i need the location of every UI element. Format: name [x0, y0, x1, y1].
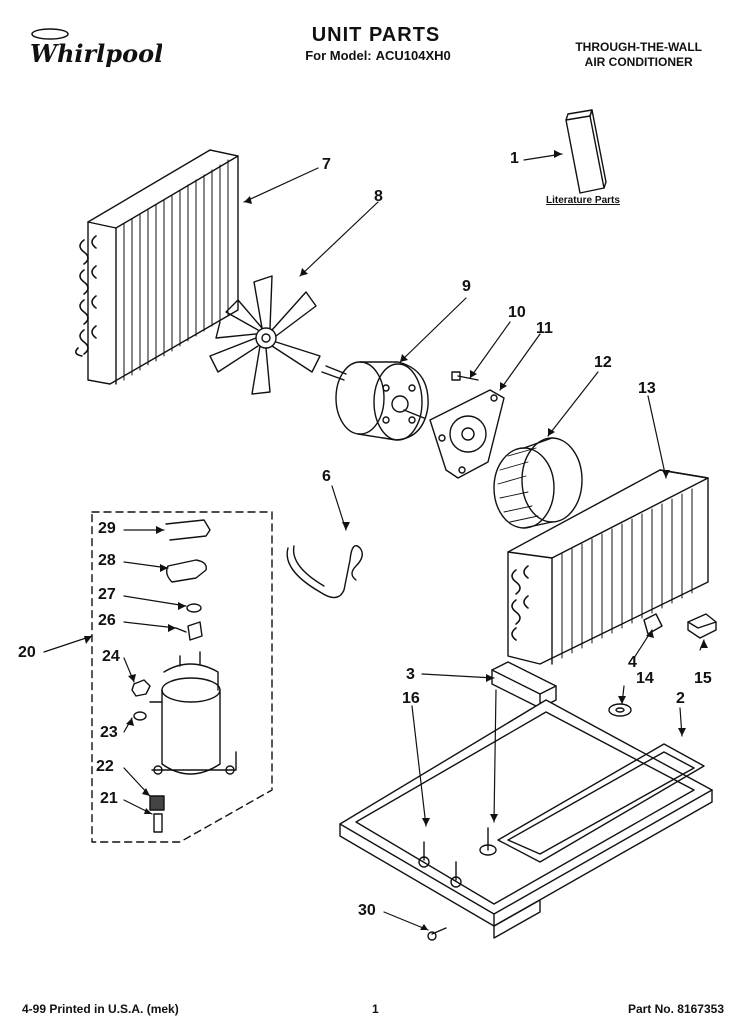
callout-3: 3 — [406, 666, 415, 683]
callout-26: 26 — [98, 612, 116, 629]
page-title: UNIT PARTS — [311, 24, 441, 46]
callout-13: 13 — [638, 380, 656, 397]
terminal-cover — [165, 559, 207, 583]
callout-8: 8 — [374, 188, 383, 205]
product-type: THROUGH-THE-WALL AIR CONDITIONER — [575, 40, 702, 70]
callout-1: 1 — [510, 150, 519, 167]
evaporator-coil — [507, 469, 709, 665]
callout-28: 28 — [98, 552, 116, 569]
condenser-fan-blade — [209, 275, 321, 395]
callout-20: 20 — [18, 644, 36, 661]
callout-arrowheads — [84, 150, 708, 930]
callout-6: 6 — [322, 468, 331, 485]
callout-10: 10 — [508, 304, 526, 321]
callout-4: 4 — [628, 654, 637, 671]
callout-21: 21 — [100, 790, 118, 807]
brand-wordmark: Whirlpool — [30, 39, 162, 68]
callout-29: 29 — [98, 520, 116, 537]
compressor-grommet — [149, 795, 165, 811]
model-number: ACU104XH0 — [375, 48, 451, 63]
callout-2: 2 — [676, 690, 685, 707]
callout-9: 9 — [462, 278, 471, 295]
footer-page-number: 1 — [372, 1002, 379, 1016]
terminal-fitting — [175, 621, 203, 641]
coil-clip — [643, 613, 663, 635]
footer-print-info: 4-99 Printed in U.S.A. (mek) — [22, 1002, 179, 1016]
whirlpool-logo: Whirlpool — [22, 22, 163, 72]
callout-23: 23 — [100, 724, 118, 741]
callout-11: 11 — [536, 320, 553, 337]
washer — [133, 711, 147, 721]
callout-30: 30 — [358, 902, 376, 919]
model-line: For Model:ACU104XH0 — [0, 48, 752, 63]
foam-block — [491, 661, 557, 709]
literature-parts-label: Literature Parts — [546, 195, 620, 206]
callout-14: 14 — [636, 670, 654, 687]
literature-booklet — [565, 109, 607, 194]
callout-12: 12 — [594, 354, 612, 371]
product-line-1: THROUGH-THE-WALL — [575, 40, 702, 54]
model-prefix: For Model: — [305, 48, 372, 63]
callout-15: 15 — [694, 670, 712, 687]
blower-wheel — [493, 437, 583, 529]
spring-clip — [286, 545, 363, 599]
motor-bracket — [429, 389, 505, 479]
compressor-bracket — [165, 519, 211, 541]
compressor-assembly-outline — [91, 511, 273, 843]
hex-nut — [131, 679, 151, 697]
fan-motor — [321, 361, 429, 441]
callout-leaders — [43, 153, 705, 931]
compressor-sleeve — [153, 813, 163, 833]
product-line-2: AIR CONDITIONER — [584, 55, 693, 69]
callout-27: 27 — [98, 586, 116, 603]
callout-24: 24 — [102, 648, 120, 665]
mounting-bolt — [451, 371, 479, 381]
mounting-screw — [427, 927, 447, 941]
rubber-grommet — [608, 703, 632, 717]
base-pan — [339, 699, 713, 939]
compressor — [149, 651, 237, 775]
callout-22: 22 — [96, 758, 114, 775]
grommet-27 — [186, 603, 202, 613]
callout-16: 16 — [402, 690, 420, 707]
footer-part-number: Part No. 8167353 — [627, 1002, 724, 1016]
callout-7: 7 — [322, 156, 331, 173]
retainer-clip — [687, 613, 717, 639]
condenser-coil — [74, 149, 239, 385]
